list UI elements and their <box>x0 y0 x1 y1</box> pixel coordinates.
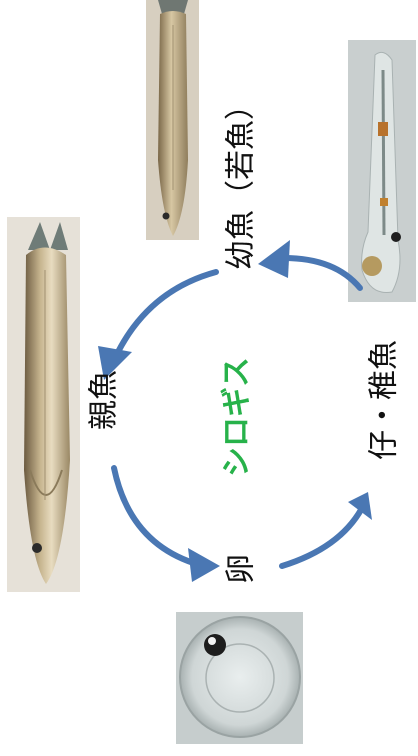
egg-photo <box>176 612 303 744</box>
arrow-juvenile-to-adult <box>118 272 216 352</box>
label-egg: 卵 <box>224 554 259 584</box>
arrow-adult-to-egg <box>114 468 200 565</box>
arrow-egg-to-larva <box>282 508 362 566</box>
label-juvenile: 幼魚（若魚） <box>224 90 259 270</box>
adult-fish-photo <box>7 217 80 592</box>
label-adult: 親魚 <box>87 370 122 430</box>
larva-photo <box>348 40 416 302</box>
young-fish-photo <box>146 0 199 240</box>
diagram-title: シロギス <box>220 357 255 477</box>
arrowhead-juvenile <box>258 240 290 278</box>
arrowhead-egg <box>188 548 220 582</box>
label-larva: 仔・稚魚 <box>367 340 402 460</box>
